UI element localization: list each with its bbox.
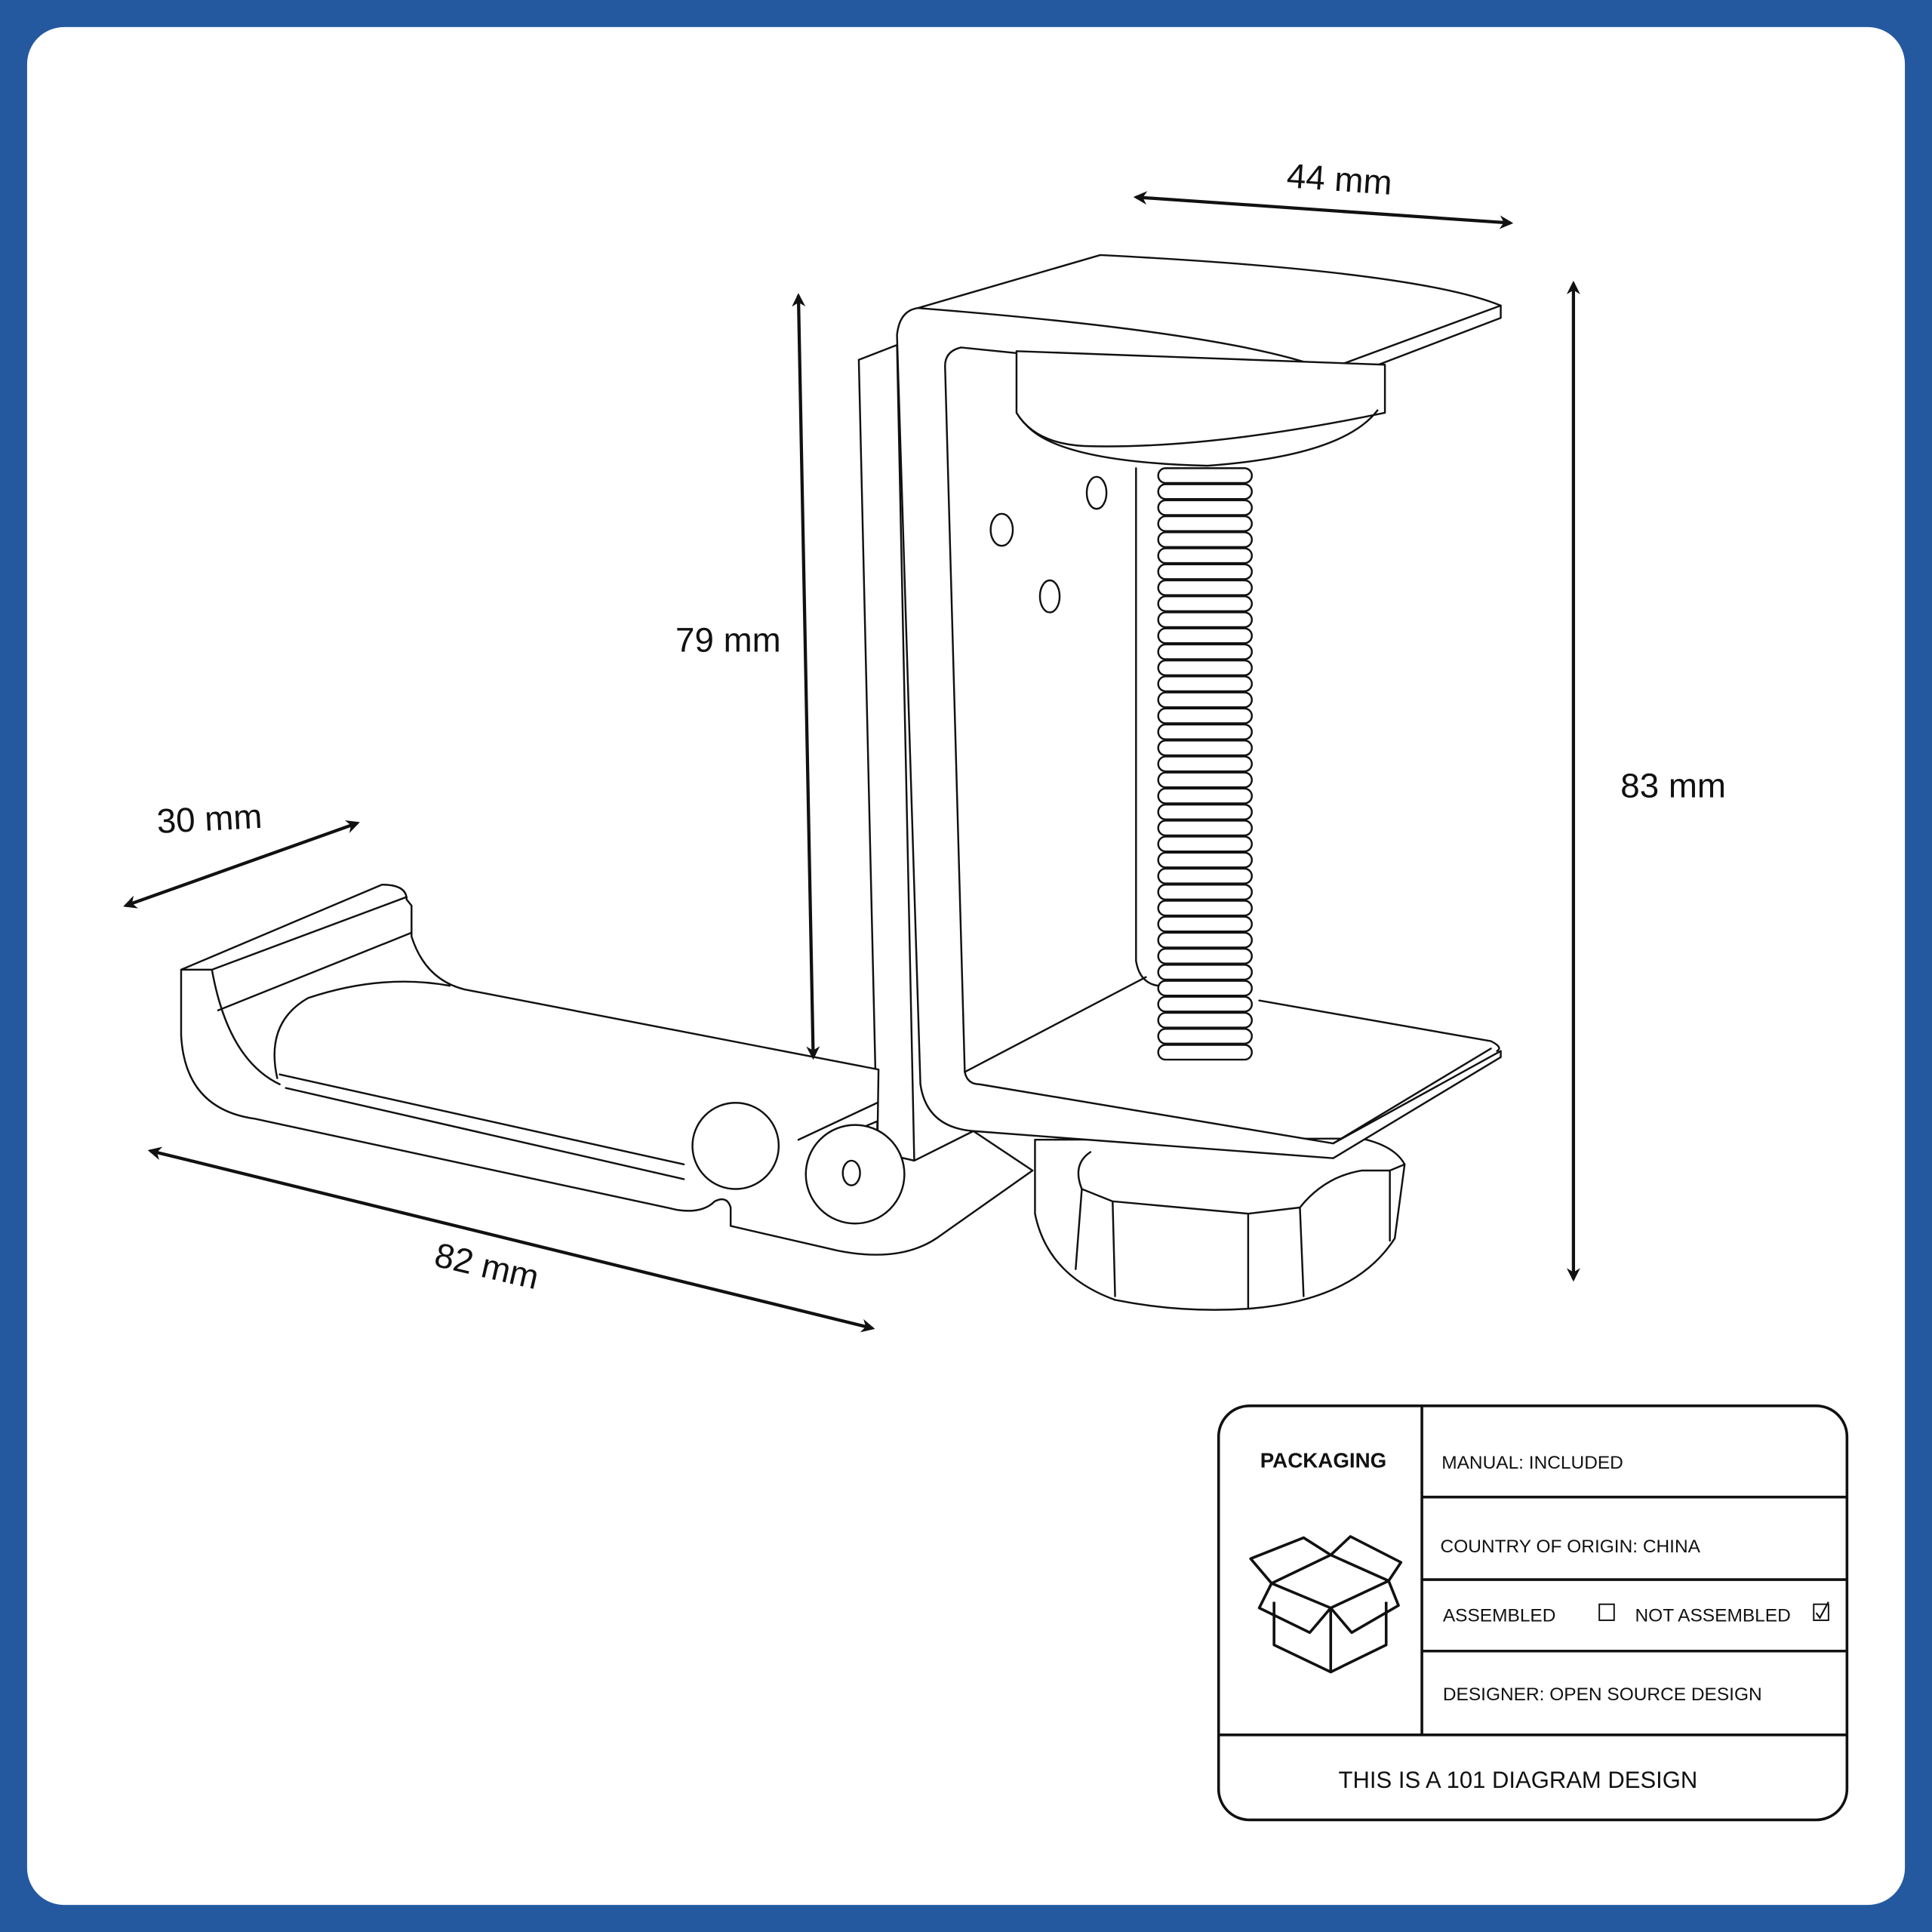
dimension-label-total-height: 83 mm: [1620, 766, 1726, 804]
thread-ring: [1157, 563, 1253, 580]
thread-ring: [1157, 851, 1253, 869]
thread-ring: [1157, 803, 1253, 820]
designer-info: DESIGNER: OPEN SOURCE DESIGN: [1443, 1684, 1762, 1705]
not-assembled-label: NOT ASSEMBLED: [1635, 1606, 1791, 1626]
thread-ring: [1157, 1044, 1253, 1061]
thread-ring: [1157, 787, 1253, 804]
thread-ring: [1157, 675, 1253, 693]
thread-ring: [1157, 915, 1253, 933]
mount-hole: [1085, 475, 1108, 510]
thread-ring: [1157, 547, 1253, 565]
thread-ring: [1157, 579, 1253, 596]
thread-ring: [1157, 740, 1253, 757]
thread-ring: [1157, 595, 1253, 613]
thread-ring: [1157, 467, 1253, 485]
manual-info: MANUAL: INCLUDED: [1441, 1453, 1623, 1473]
thread-ring: [1157, 900, 1253, 917]
dimension-arrow-width-top: [1133, 191, 1514, 229]
thread-ring: [1157, 771, 1253, 789]
country-of-origin-info: COUNTRY OF ORIGIN: CHINA: [1441, 1537, 1701, 1557]
thread-ring: [1157, 707, 1253, 724]
assembled-label: ASSEMBLED: [1443, 1606, 1556, 1626]
dimension-arrow-arm-length: [147, 1146, 875, 1333]
dimension-annotations: 44 mm 79 mm 83 mm 30 mm 82 mm: [123, 156, 1726, 1333]
thread-ring: [1157, 643, 1253, 660]
thread-ring: [1157, 531, 1253, 549]
thread-ring: [1157, 483, 1253, 500]
dimension-label-width-top: 44 mm: [1285, 156, 1393, 202]
thread-ring: [1157, 1028, 1253, 1045]
packaging-title: PACKAGING: [1260, 1448, 1387, 1472]
not-assembled-checkbox: [1813, 1601, 1829, 1621]
dimension-arrow-arm-width: [123, 820, 360, 909]
open-box-icon: [1249, 1535, 1403, 1674]
dimension-arrow-inner-height: [792, 293, 820, 1060]
mount-hole: [1038, 579, 1061, 614]
hinge-wheel: [804, 1124, 906, 1225]
thread-ring: [1157, 515, 1253, 532]
dimension-label-inner-height: 79 mm: [675, 621, 781, 660]
thread-ring: [1157, 964, 1253, 981]
thread-ring: [1157, 499, 1253, 516]
thread-ring: [1157, 980, 1253, 997]
packaging-info-table: PACKAGING MANUAL: INCLUDED COUNTRY OF OR…: [1217, 1404, 1849, 1822]
thread-ring: [1157, 947, 1253, 964]
thread-ring: [1157, 723, 1253, 740]
thread-ring: [1157, 755, 1253, 773]
clamp-knob: [1034, 1137, 1406, 1311]
thread-ring: [1157, 931, 1253, 949]
thread-ring: [1157, 1011, 1253, 1029]
thread-ring: [1157, 627, 1253, 645]
thread-ring: [1157, 884, 1253, 901]
footer-note: THIS IS A 101 DIAGRAM DESIGN: [1339, 1767, 1698, 1793]
headphone-clamp-drawing: [180, 254, 1502, 1311]
thread-ring: [1157, 867, 1253, 884]
thread-ring: [1157, 691, 1253, 709]
thread-ring: [1157, 659, 1253, 676]
thread-ring: [1157, 820, 1253, 837]
dimension-label-arm-width: 30 mm: [155, 797, 263, 841]
thread-ring: [1157, 995, 1253, 1013]
mount-hole: [989, 512, 1014, 547]
thread-ring: [1157, 835, 1253, 853]
screw-thread: [1157, 467, 1253, 1061]
thread-ring: [1157, 611, 1253, 629]
card-background: [26, 26, 1906, 1906]
assembled-checkbox: [1598, 1603, 1615, 1621]
